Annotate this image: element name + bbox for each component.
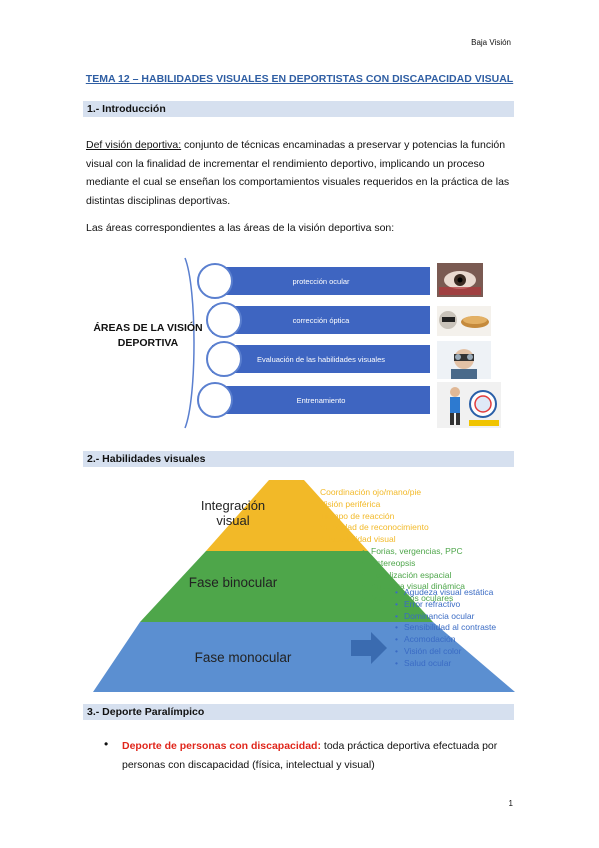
pyramid-label-top: Integración visual xyxy=(200,498,266,528)
area-label: protección ocular xyxy=(292,276,350,286)
definition-text: conjunto de técnicas encaminadas a prese… xyxy=(86,139,510,207)
list-item: Salud ocular xyxy=(395,658,496,670)
area-label: Entrenamiento xyxy=(296,395,346,405)
arrow-right-icon xyxy=(351,632,387,664)
area-circle-2 xyxy=(206,302,242,338)
page-number: 1 xyxy=(508,799,513,808)
arrow-right-icon xyxy=(269,498,303,530)
pyramid-tier-middle xyxy=(140,551,433,622)
bullet-text: toda práctica deportiva efectuada por pe… xyxy=(122,740,498,771)
area-circle-4 xyxy=(197,382,233,418)
list-item: Localización espacial xyxy=(362,570,465,582)
paralympic-bullet: Deporte de personas con discapacidad: to… xyxy=(122,737,514,774)
section-heading-introduction: 1.- Introducción xyxy=(83,101,514,117)
training-photo xyxy=(437,382,501,428)
area-bar-3: Evaluación de las habilidades visuales xyxy=(212,345,430,373)
areas-connector-line xyxy=(183,257,195,429)
area-bar-2: corrección óptica xyxy=(212,306,430,334)
list-item: Tiempo de reacción xyxy=(311,511,429,523)
pyramid-label-bottom: Fase monocular xyxy=(194,650,292,665)
header-text: Baja Visión xyxy=(471,38,511,47)
eye-protection-photo xyxy=(437,263,483,299)
definition-paragraph: Def visión deportiva: conjunto de técnic… xyxy=(86,136,516,210)
list-item: Coordinación ojo/mano/pie xyxy=(311,487,429,499)
list-item: Adaptabilidad visual xyxy=(311,534,429,546)
list-item: Visión periférica xyxy=(311,499,429,511)
evaluation-photo xyxy=(437,341,491,379)
areas-diagram-title: ÁREAS DE LA VISIÓN DEPORTIVA xyxy=(93,322,203,349)
low-skill-list: Agudeza visual estática Error refractivo… xyxy=(395,587,496,670)
section-heading-paralympic: 3.- Deporte Paralímpico xyxy=(83,704,514,720)
arrow-right-icon xyxy=(315,564,352,596)
pyramid-label-middle: Fase binocular xyxy=(188,575,278,590)
list-item: Agudeza visual estática xyxy=(395,587,496,599)
area-label: Evaluación de las habilidades visuales xyxy=(257,354,385,364)
definition-label: Def visión deportiva: xyxy=(86,139,182,151)
area-bar-1: protección ocular xyxy=(212,267,430,295)
list-item: Dominancia ocular xyxy=(395,611,496,623)
list-item: Estereopsis xyxy=(362,558,465,570)
list-item: Visión del color xyxy=(395,646,496,658)
list-item: Sensibilidad al contraste xyxy=(395,622,496,634)
list-item: Forias, vergencias, PPC xyxy=(362,546,465,558)
list-item: Error refractivo xyxy=(395,599,496,611)
area-label: corrección óptica xyxy=(292,315,350,325)
bullet-icon: • xyxy=(104,737,109,751)
top-skill-list: Coordinación ojo/mano/pie Visión perifér… xyxy=(311,487,429,546)
optical-correction-photo xyxy=(437,306,491,342)
bullet-label: Deporte de personas con discapacidad: xyxy=(122,740,321,752)
area-circle-3 xyxy=(206,341,242,377)
area-circle-1 xyxy=(197,263,233,299)
list-item: Acomodación xyxy=(395,634,496,646)
area-bar-4: Entrenamiento xyxy=(212,386,430,414)
document-title: TEMA 12 – HABILIDADES VISUALES EN DEPORT… xyxy=(85,73,514,85)
list-item: Velocidad de reconocimiento xyxy=(311,522,429,534)
areas-intro: Las áreas correspondientes a las áreas d… xyxy=(86,222,395,234)
section-heading-visual-skills: 2.- Habilidades visuales xyxy=(83,451,514,467)
